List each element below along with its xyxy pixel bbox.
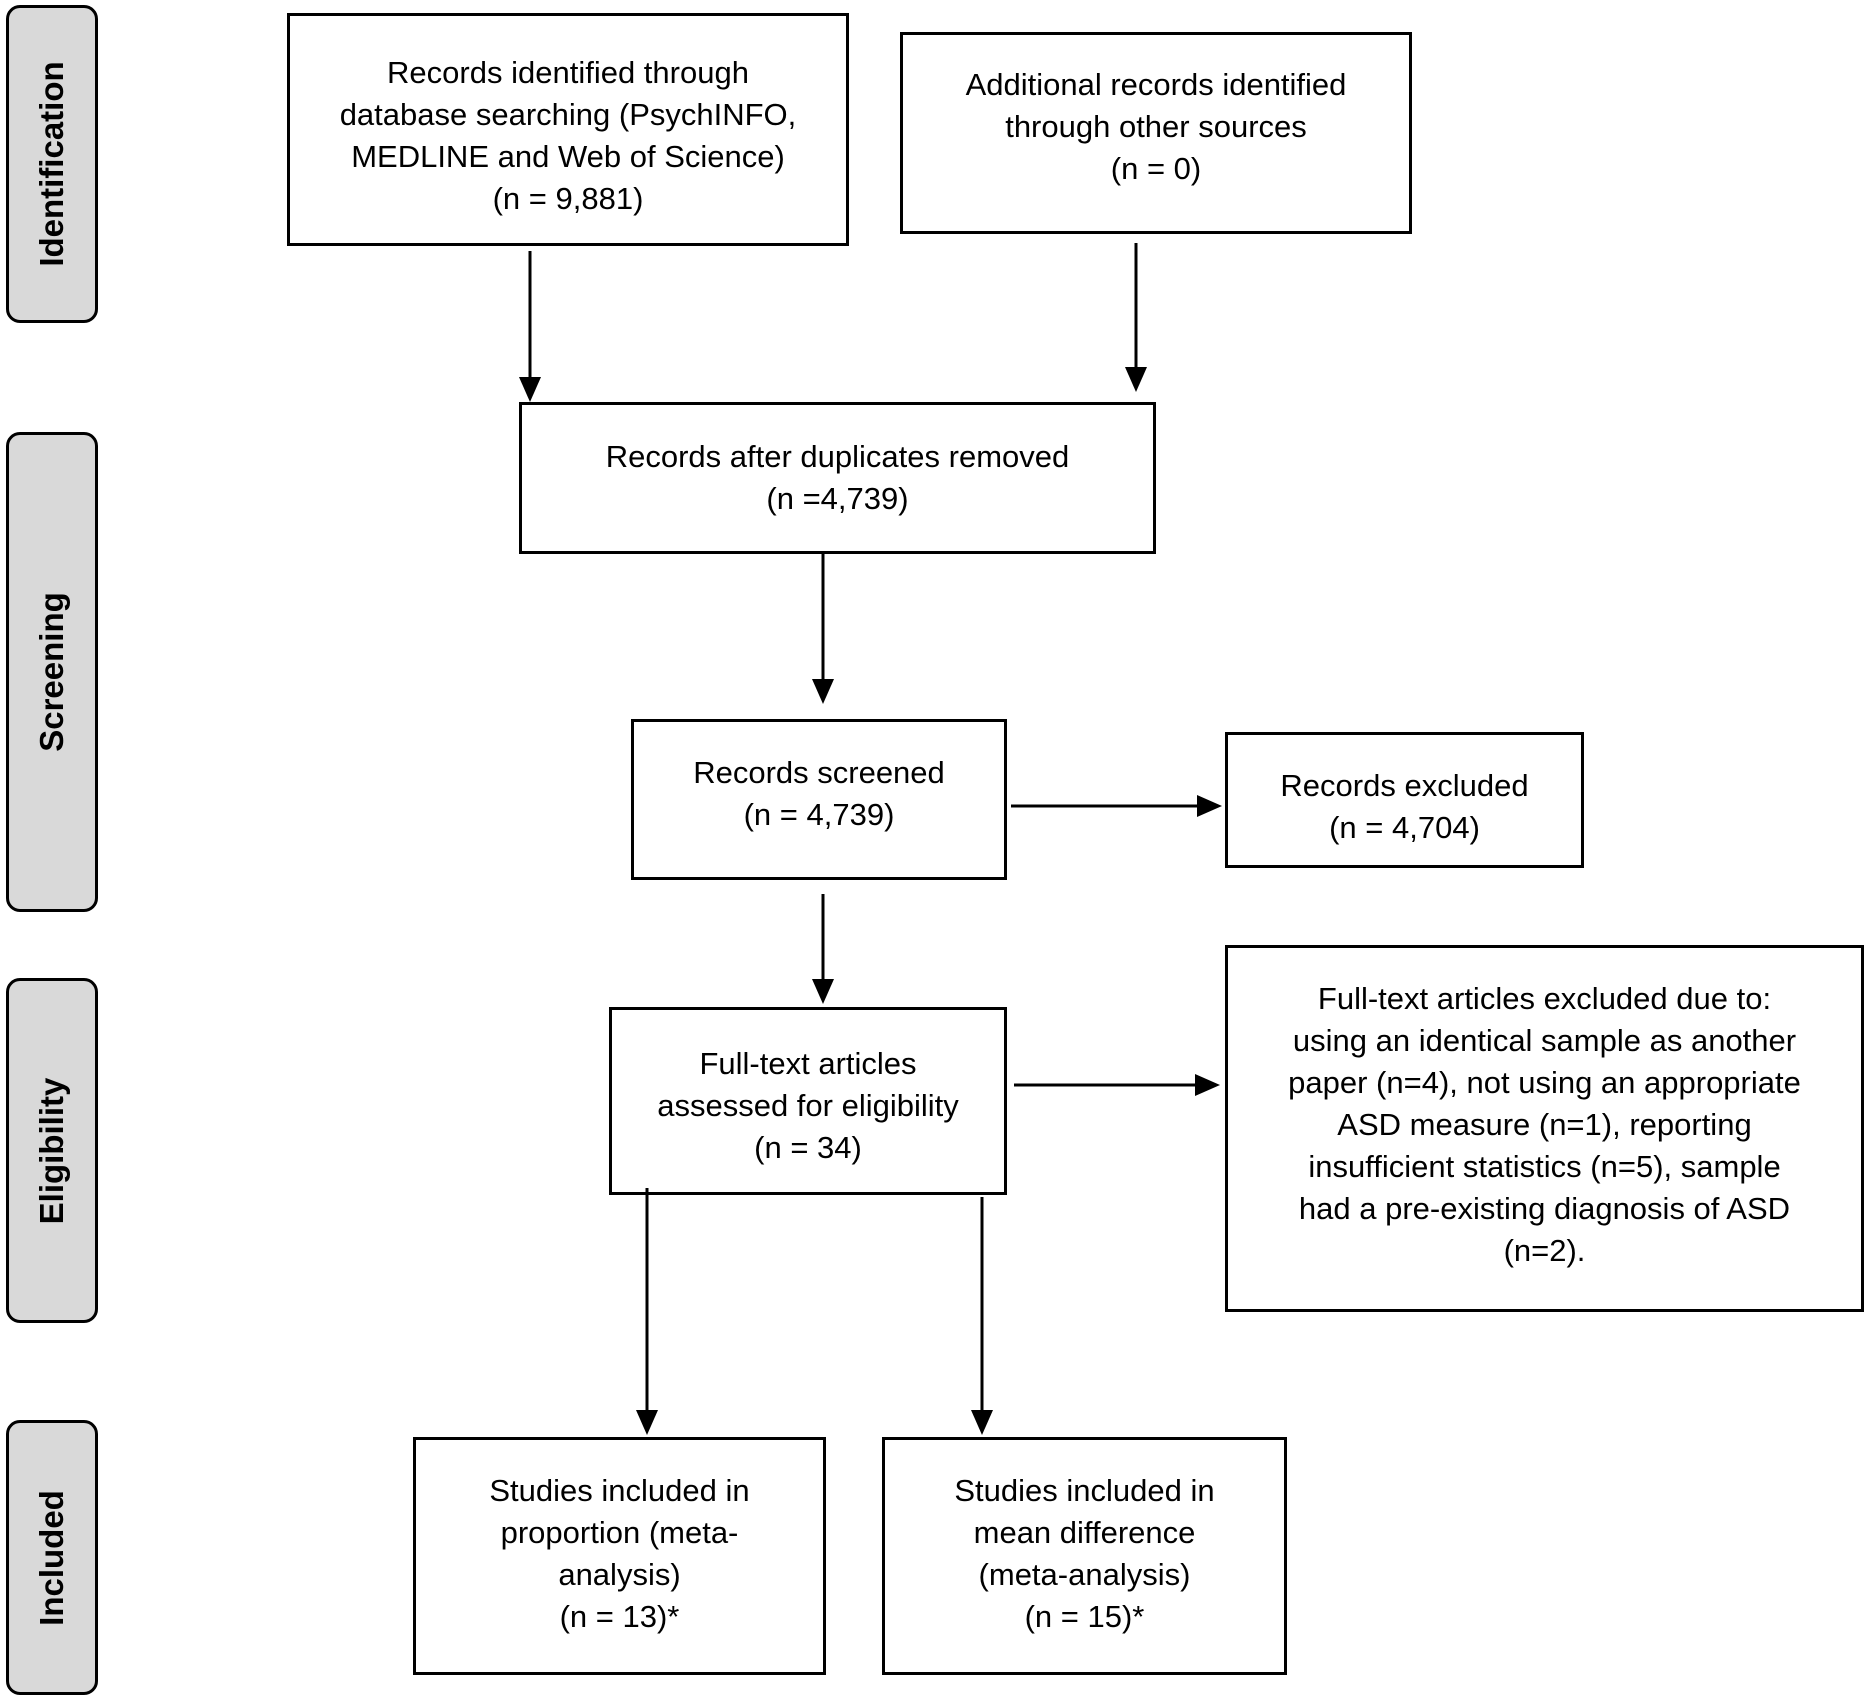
box-text-line: (n = 4,704) [1329,810,1480,845]
arrowhead-duplicates-to-screened [812,679,834,704]
box-text-line: Full-text articles excluded due to: [1317,981,1772,1016]
box-text-line: Studies included in [954,1473,1215,1508]
box-text-line: (n = 4,739) [743,797,895,832]
phase-eligibility: Eligibility [6,978,98,1323]
arrowhead-screened-to-excluded [1197,795,1222,817]
box-text-line: using an identical sample as another [1292,1023,1797,1058]
box-text-line: (n = 9,881) [492,181,644,216]
box-text-line: database searching (PsychINFO, [339,97,797,132]
box-text-line: Records identified through [387,55,749,90]
box-text-line: had a pre-existing diagnosis of ASD [1298,1191,1791,1226]
box-text-line: paper (n=4), not using an appropriate [1288,1065,1801,1100]
box-text-line: (n =4,739) [766,481,909,516]
box-full-text-excluded: Full-text articles excluded due to: usin… [1225,945,1864,1312]
phase-screening: Screening [6,432,98,912]
phase-identification: Identification [6,5,98,323]
arrowhead-assessed-to-proportion [636,1410,658,1435]
box-text-line: Full-text articles [699,1046,917,1081]
box-database-records: Records identified through database sear… [287,13,849,246]
box-records-excluded: Records excluded (n = 4,704) [1225,732,1584,868]
box-text-line: Records after duplicates removed [605,439,1070,474]
box-included-proportion: Studies included in proportion (meta- an… [413,1437,826,1675]
box-text-line: ASD measure (n=1), reporting [1337,1107,1752,1142]
box-text-line: (n=2). [1503,1233,1586,1268]
arrowhead-database-to-duplicates [519,377,541,402]
box-full-text-assessed: Full-text articles assessed for eligibil… [609,1007,1007,1195]
arrowhead-assessed-to-mean-difference [971,1410,993,1435]
box-text-line: through other sources [1005,109,1307,144]
arrowhead-additional-to-duplicates [1125,367,1147,392]
box-records-screened: Records screened (n = 4,739) [631,719,1007,880]
box-text-line: Records screened [693,755,945,790]
box-text-line: Studies included in [489,1473,750,1508]
box-text-line: Additional records identified [965,67,1347,102]
box-text-line: MEDLINE and Web of Science) [351,139,785,174]
box-text-line: (n = 15)* [1024,1599,1145,1634]
box-text-line: analysis) [558,1557,681,1592]
box-text-line: mean difference [973,1515,1196,1550]
box-text-line: Records excluded [1280,768,1529,803]
box-after-duplicates: Records after duplicates removed (n =4,7… [519,402,1156,554]
box-text-line: insufficient statistics (n=5), sample [1308,1149,1781,1184]
phase-included: Included [6,1420,98,1695]
box-text-line: proportion (meta- [500,1515,739,1550]
arrowhead-assessed-to-excluded [1195,1074,1220,1096]
box-text-line: (n = 13)* [559,1599,680,1634]
box-text-line: (meta-analysis) [978,1557,1191,1592]
box-text-line: (n = 34) [754,1130,862,1165]
arrowhead-screened-to-assessed [812,979,834,1004]
box-text-line: assessed for eligibility [657,1088,959,1123]
box-included-mean-difference: Studies included in mean difference (met… [882,1437,1287,1675]
box-text-line: (n = 0) [1110,151,1202,186]
box-additional-records: Additional records identified through ot… [900,32,1412,234]
